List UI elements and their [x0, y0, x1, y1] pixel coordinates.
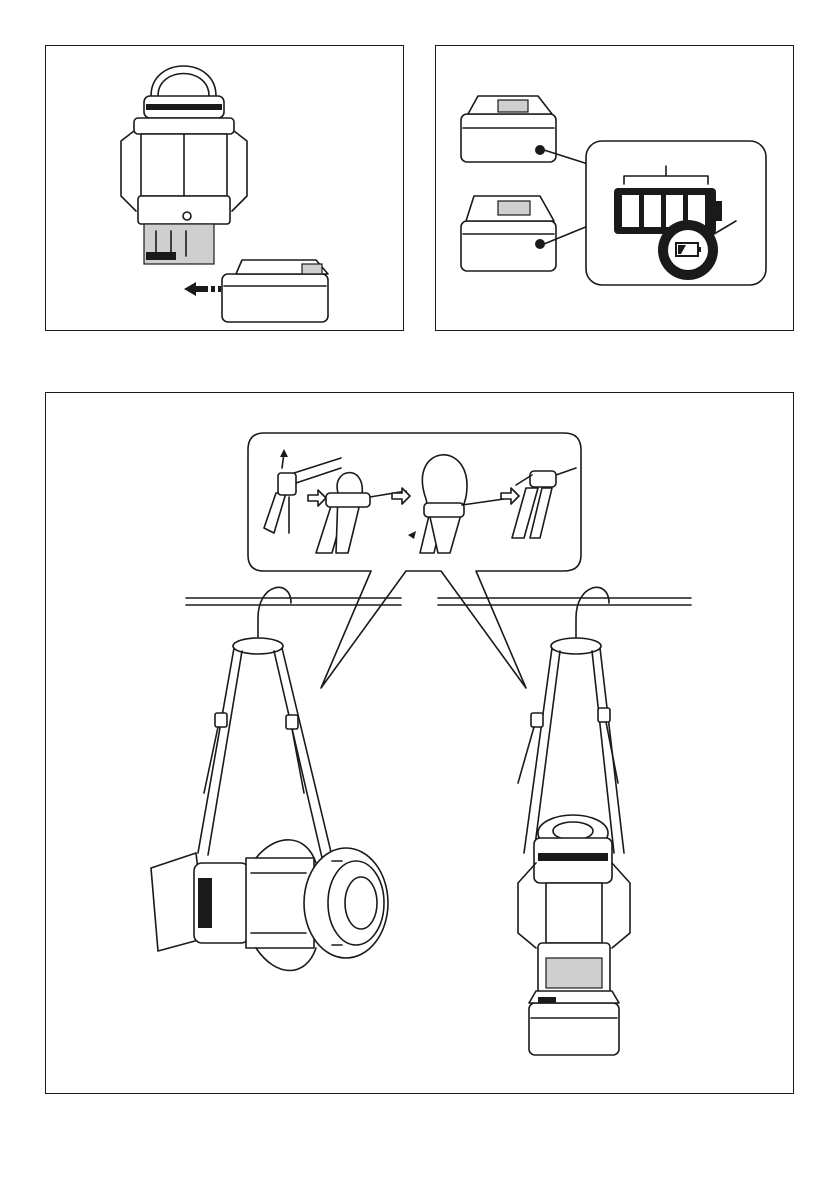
- lantern-icon: [121, 66, 247, 264]
- figure-hanging-strap-drawing: [46, 393, 795, 1095]
- lantern-base: [138, 196, 230, 224]
- low-battery-icon: [658, 220, 718, 280]
- insert-arrow-icon: [184, 282, 221, 296]
- figure-battery-indicator-drawing: [436, 46, 795, 332]
- figure-insert-battery-drawing: [46, 46, 405, 332]
- lantern-hanging-vertical-icon: [518, 587, 630, 1055]
- battery-cartridge-icon: [461, 96, 556, 162]
- battery-cartridge-icon: [222, 260, 328, 322]
- lantern-handle: [151, 66, 216, 96]
- lantern-cage-right: [232, 131, 247, 211]
- figure-hanging-strap: [45, 392, 794, 1094]
- lantern-cage-left: [121, 131, 136, 211]
- hanging-hook-icon: [258, 587, 291, 638]
- battery-cartridge-icon: [461, 196, 556, 271]
- hanging-hook-icon: [576, 587, 609, 638]
- figure-insert-battery: [45, 45, 404, 331]
- figure-battery-indicator: [435, 45, 794, 331]
